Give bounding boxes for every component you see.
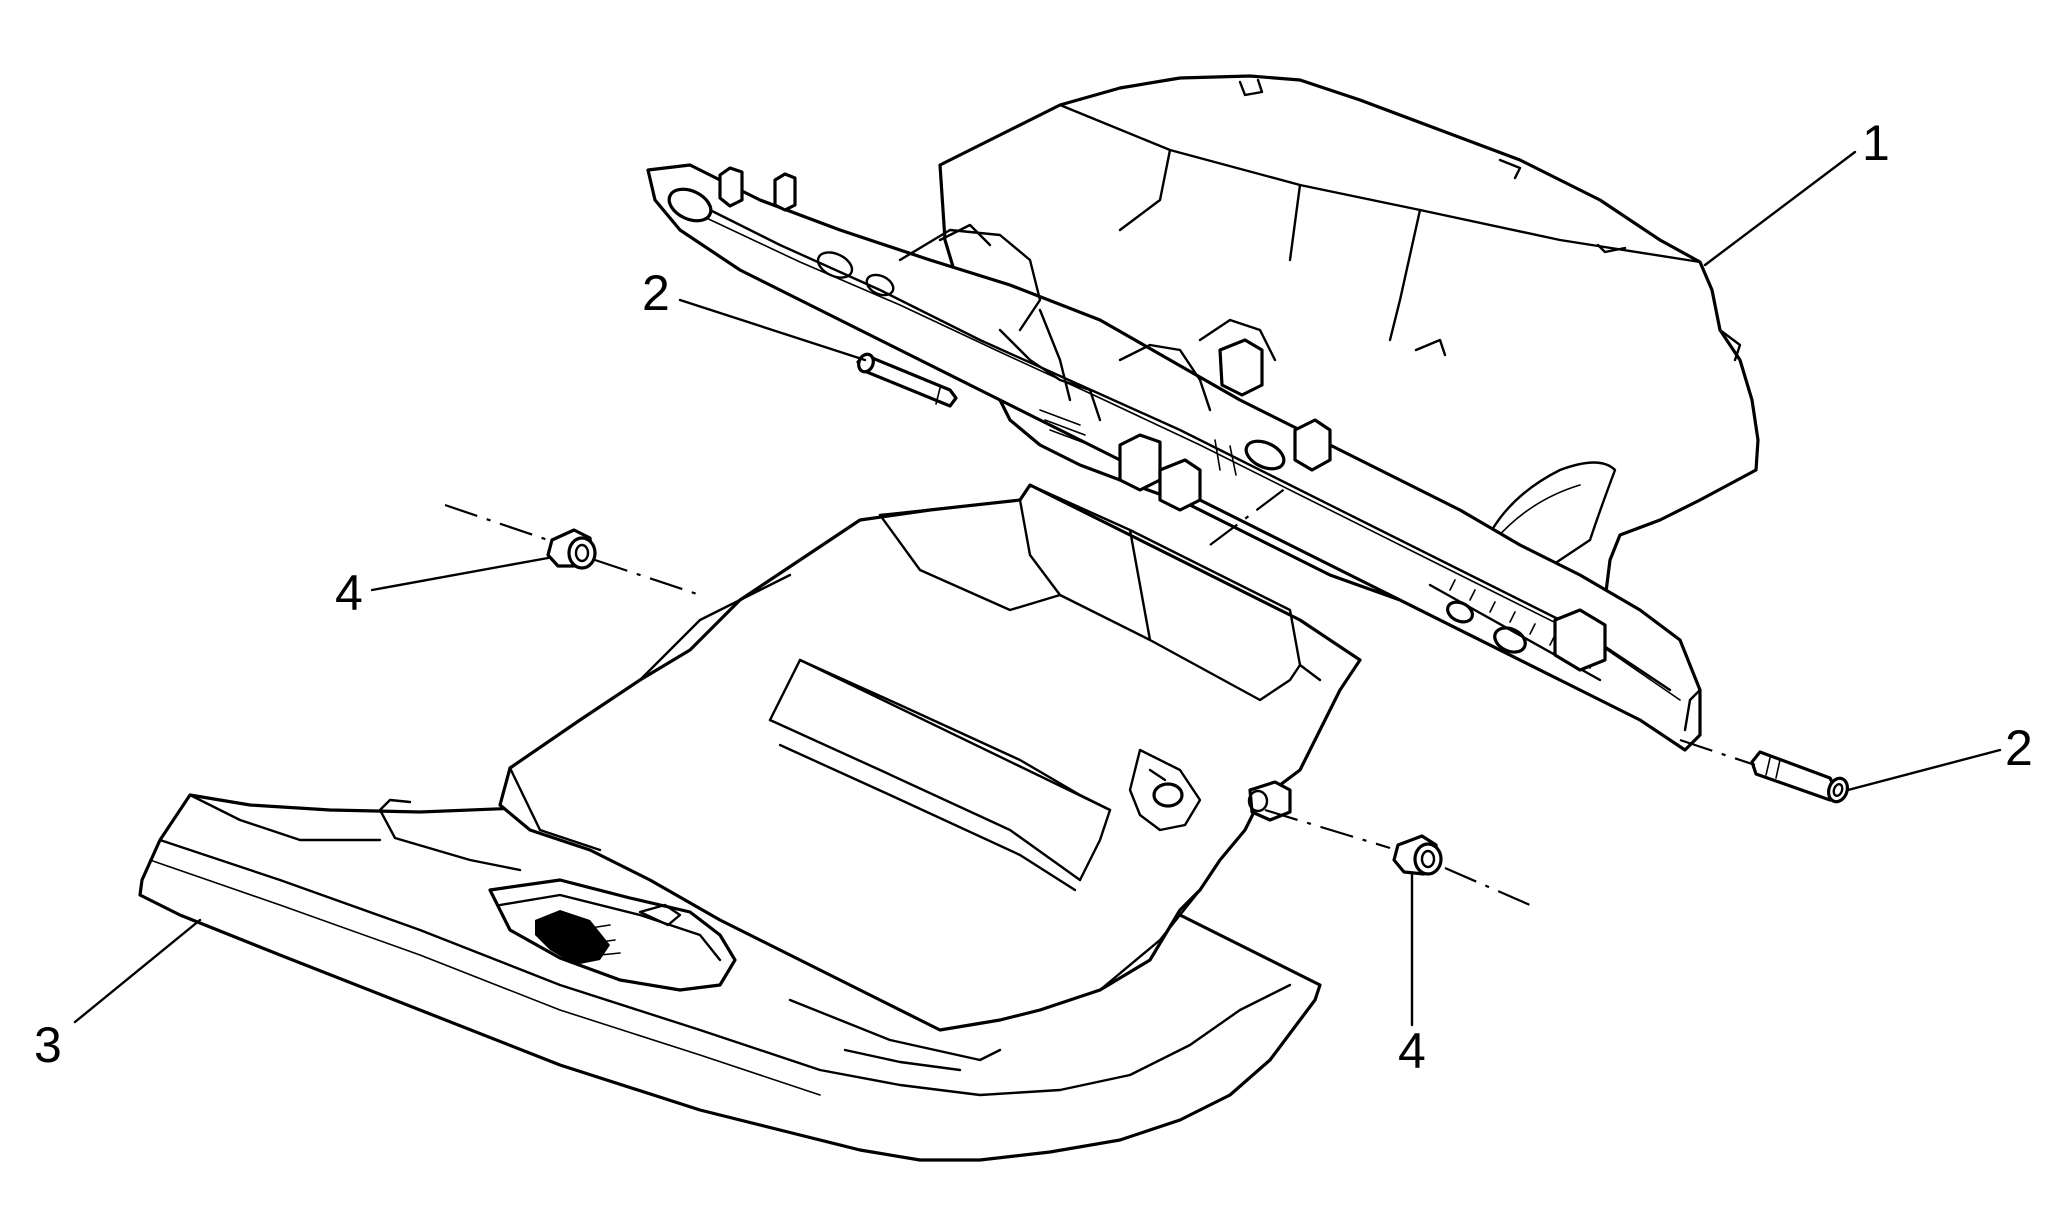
callout-2-lower: 2 <box>2005 720 2033 776</box>
callout-3: 3 <box>34 1017 62 1073</box>
pivot-pin-right <box>1750 750 1850 804</box>
leader-2b <box>1846 748 2002 792</box>
glove-box-housing <box>646 74 1760 752</box>
leader-3 <box>73 918 202 1024</box>
leader-lines <box>73 150 2002 1027</box>
callout-4-bottom: 4 <box>1398 1023 1426 1079</box>
leader-1 <box>1703 150 1857 267</box>
leader-4a <box>370 556 550 592</box>
callout-1: 1 <box>1862 115 1890 171</box>
callout-2-upper: 2 <box>642 265 670 321</box>
callouts: 1 2 2 3 4 4 <box>34 115 2033 1079</box>
glove-box-door <box>138 483 1362 1162</box>
leader-2a <box>678 298 867 362</box>
bushing-lower <box>1392 834 1443 876</box>
bushing-upper <box>546 528 597 570</box>
callout-4-left: 4 <box>335 565 363 621</box>
assembly-centerlines <box>444 484 1756 907</box>
